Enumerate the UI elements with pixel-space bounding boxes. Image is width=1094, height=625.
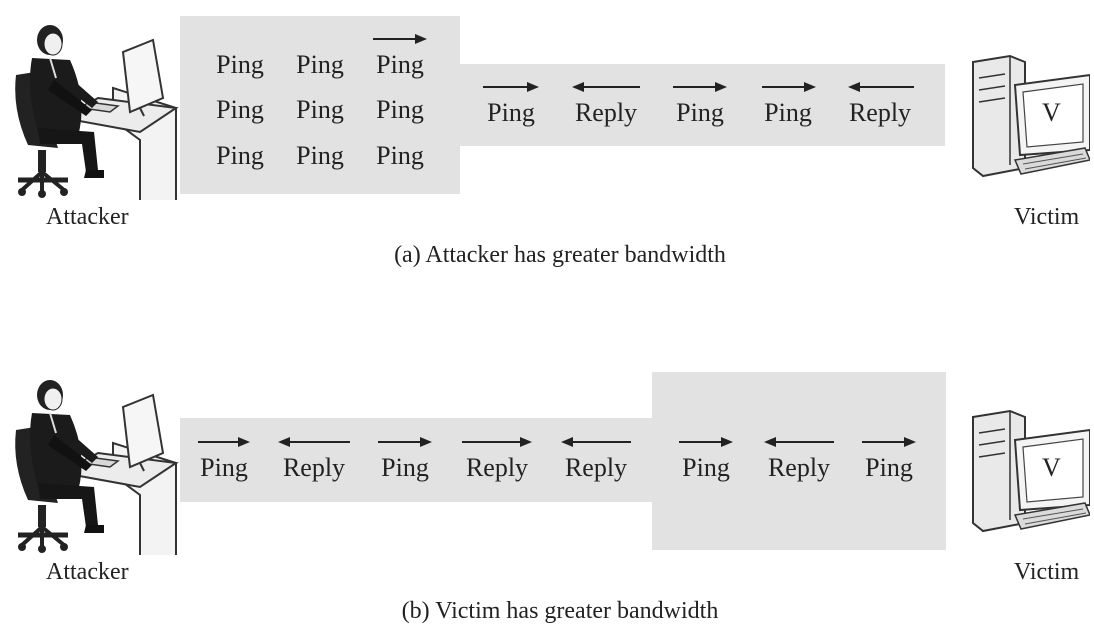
panel-b-caption: (b) Victim has greater bandwidth <box>401 598 719 624</box>
grid-ping-label: Ping <box>296 95 344 124</box>
stream-arrow-left <box>764 436 834 448</box>
stream-message-label: Ping <box>764 98 812 127</box>
monitor-letter: V <box>1042 98 1061 127</box>
stream-message-label: Reply <box>564 453 628 482</box>
stream-arrow-right <box>862 436 916 448</box>
grid-ping-label: Ping <box>376 95 424 124</box>
stream-message-label: Reply <box>767 453 831 482</box>
stream-arrow-right <box>762 81 816 93</box>
stream-arrow-left <box>572 81 640 93</box>
grid-ping-label: Ping <box>216 50 264 79</box>
attacker-illustration <box>8 20 188 211</box>
stream-arrow-right <box>679 436 733 448</box>
stream-message-label: Ping <box>200 453 248 482</box>
attacker-bandwidth-band <box>180 16 460 194</box>
victim-computer-illustration: V <box>965 405 1092 545</box>
stream-arrow-left <box>848 81 914 93</box>
stream-arrow-left <box>561 436 631 448</box>
grid-ping-label: Ping <box>376 141 424 170</box>
grid-ping-label: Ping <box>376 50 424 79</box>
stream-message-label: Ping <box>865 453 913 482</box>
stream-message-label: Ping <box>682 453 730 482</box>
grid-ping-label: Ping <box>216 95 264 124</box>
attacker-bandwidth-band <box>180 418 654 502</box>
stream-arrow-left <box>278 436 350 448</box>
stream-message-label: Ping <box>676 98 724 127</box>
stream-message-label: Ping <box>487 98 535 127</box>
grid-ping-label: Ping <box>296 50 344 79</box>
stream-message-label: Reply <box>848 98 912 127</box>
monitor-letter: V <box>1042 453 1061 482</box>
victim-bandwidth-band <box>460 64 945 146</box>
stream-arrow-right <box>673 81 727 93</box>
attacker-label: Attacker <box>46 559 129 585</box>
victim-computer-illustration: V <box>965 50 1092 190</box>
attacker-label: Attacker <box>46 204 129 230</box>
stream-arrow-right <box>198 436 250 448</box>
victim-bandwidth-band <box>652 372 946 550</box>
attacker-illustration <box>8 375 188 566</box>
victim-label: Victim <box>1014 204 1080 230</box>
stream-arrow-right <box>378 436 432 448</box>
stream-arrow-right <box>483 81 539 93</box>
stream-message-label: Reply <box>574 98 638 127</box>
stream-arrow-right <box>462 436 532 448</box>
grid-ping-label: Ping <box>216 141 264 170</box>
stream-message-label: Reply <box>465 453 529 482</box>
grid-ping-label: Ping <box>296 141 344 170</box>
victim-label: Victim <box>1014 559 1080 585</box>
stream-message-label: Ping <box>381 453 429 482</box>
stream-message-label: Reply <box>282 453 346 482</box>
panel-a-caption: (a) Attacker has greater bandwidth <box>394 242 726 268</box>
grid-arrow-right <box>373 33 427 45</box>
